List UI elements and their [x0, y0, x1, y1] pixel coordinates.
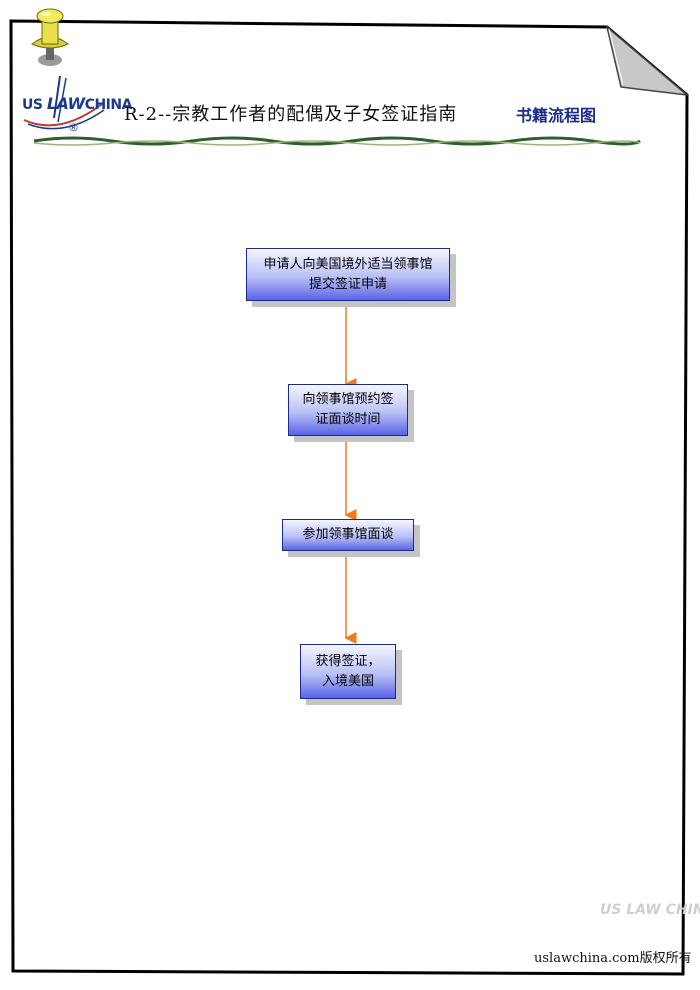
watermark-logo: US LAW CHINA	[600, 902, 700, 918]
logo-text-law: LAW	[46, 94, 85, 113]
flow-node-label: 获得签证， 入境美国	[315, 653, 381, 689]
flow-node-schedule-interview: 向领事馆预约签 证面谈时间	[288, 384, 408, 436]
flow-node-label: 向领事馆预约签 证面谈时间	[302, 392, 394, 427]
page-subtitle: 书籍流程图	[516, 106, 597, 125]
copyright-text: uslawchina.com版权所有	[534, 951, 692, 966]
paper-sheet	[9, 19, 689, 979]
logo-swoosh-icon	[23, 75, 105, 130]
logo-text-right: CHINA	[84, 97, 133, 113]
paper-frame	[9, 19, 689, 976]
flow-node-attend-interview: 参加领事馆面谈	[282, 519, 414, 551]
page-title: R-2--宗教工作者的配偶及子女签证指南	[124, 104, 458, 125]
logo: US LAWCHINA	[22, 94, 132, 113]
flow-node-submit-application: 申请人向美国境外适当领事馆 提交签证申请	[246, 248, 450, 301]
flow-node-obtain-visa: 获得签证， 入境美国	[300, 644, 396, 699]
logo-text-left: US	[22, 97, 43, 113]
flow-node-label: 申请人向美国境外适当领事馆 提交签证申请	[263, 256, 433, 292]
pushpin-icon	[31, 8, 69, 66]
logo-registered-mark: ®	[68, 121, 79, 134]
flow-node-label: 参加领事馆面谈	[302, 527, 394, 542]
decorative-divider	[33, 136, 641, 146]
